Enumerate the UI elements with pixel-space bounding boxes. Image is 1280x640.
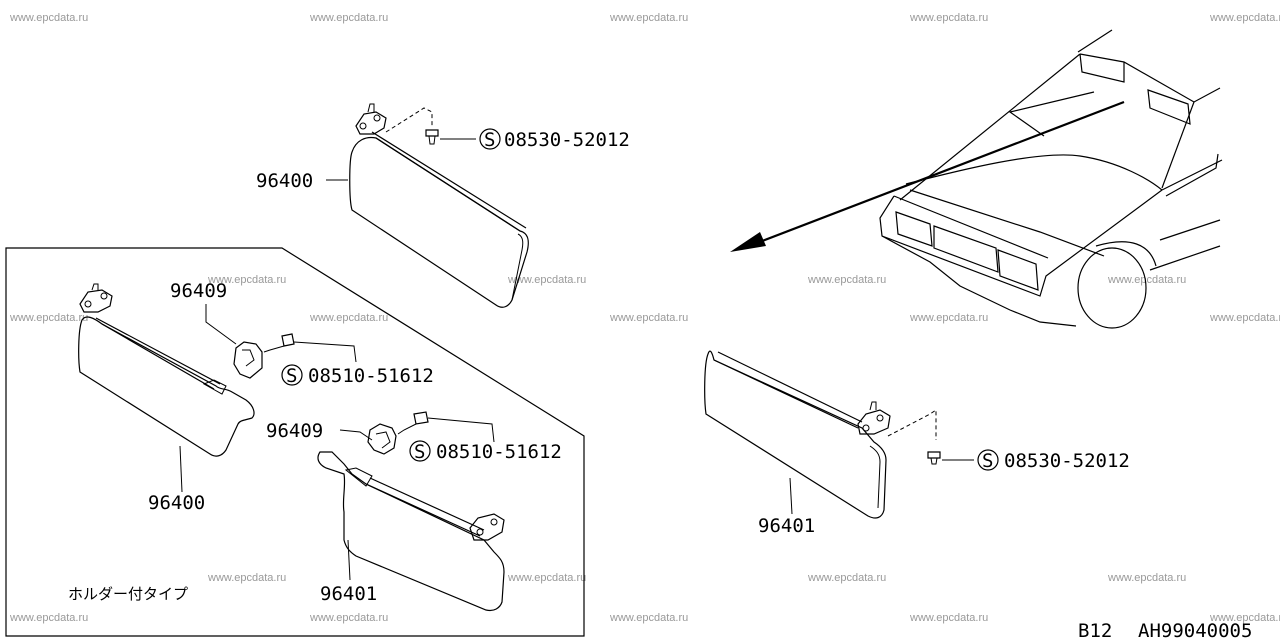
holder-type-inset: 96400 96409 S 08510-51612 96409 S 08510-… — [5, 247, 585, 637]
watermark-text: www.epcdata.ru — [9, 612, 88, 624]
part-number-right-visor: 96401 — [758, 515, 815, 537]
watermark-text: www.epcdata.ru — [1107, 274, 1186, 286]
watermark-text: www.epcdata.ru — [807, 572, 886, 584]
watermark-text: www.epcdata.ru — [207, 572, 286, 584]
part-number-top-bolt: 08530-52012 — [504, 129, 630, 151]
watermark-text: www.epcdata.ru — [1209, 612, 1280, 624]
part-number-inset-left-visor: 96400 — [148, 492, 205, 514]
s-mark: S — [484, 129, 495, 151]
footer-code-left: B12 — [1078, 620, 1112, 640]
watermark-text: www.epcdata.ru — [309, 612, 388, 624]
watermark-text: www.epcdata.ru — [909, 12, 988, 24]
watermark-text: www.epcdata.ru — [909, 612, 988, 624]
watermarks: www.epcdata.ru www.epcdata.ru www.epcdat… — [9, 12, 1280, 624]
watermark-text: www.epcdata.ru — [507, 274, 586, 286]
s-mark: S — [414, 441, 425, 463]
watermark-text: www.epcdata.ru — [9, 12, 88, 24]
watermark-text: www.epcdata.ru — [609, 612, 688, 624]
watermark-text: www.epcdata.ru — [1209, 12, 1280, 24]
watermark-text: www.epcdata.ru — [1107, 572, 1186, 584]
inset-caption: ホルダー付タイプ — [68, 585, 188, 603]
part-number-inset-right-visor: 96401 — [320, 583, 377, 605]
watermark-text: www.epcdata.ru — [807, 274, 886, 286]
part-number-holder-right-bolt: 08510-51612 — [436, 441, 562, 463]
part-number-top-visor: 96400 — [256, 170, 313, 192]
footer-code-right: AH99040005 — [1138, 620, 1252, 640]
s-mark: S — [286, 365, 297, 387]
watermark-text: www.epcdata.ru — [309, 312, 388, 324]
s-mark: S — [982, 450, 993, 472]
watermark-text: www.epcdata.ru — [609, 12, 688, 24]
watermark-text: www.epcdata.ru — [207, 274, 286, 286]
car-illustration — [730, 29, 1223, 329]
top-sun-visor: S 08530-52012 96400 — [256, 103, 630, 308]
right-sun-visor: S 08530-52012 96401 — [704, 350, 1130, 537]
watermark-text: www.epcdata.ru — [1209, 312, 1280, 324]
part-number-holder-left: 96409 — [170, 280, 227, 302]
part-number-holder-left-bolt: 08510-51612 — [308, 365, 434, 387]
watermark-text: www.epcdata.ru — [507, 572, 586, 584]
watermark-text: www.epcdata.ru — [909, 312, 988, 324]
part-number-holder-right: 96409 — [266, 420, 323, 442]
watermark-text: www.epcdata.ru — [309, 12, 388, 24]
watermark-text: www.epcdata.ru — [609, 312, 688, 324]
part-number-right-bolt: 08530-52012 — [1004, 450, 1130, 472]
watermark-text: www.epcdata.ru — [9, 312, 88, 324]
